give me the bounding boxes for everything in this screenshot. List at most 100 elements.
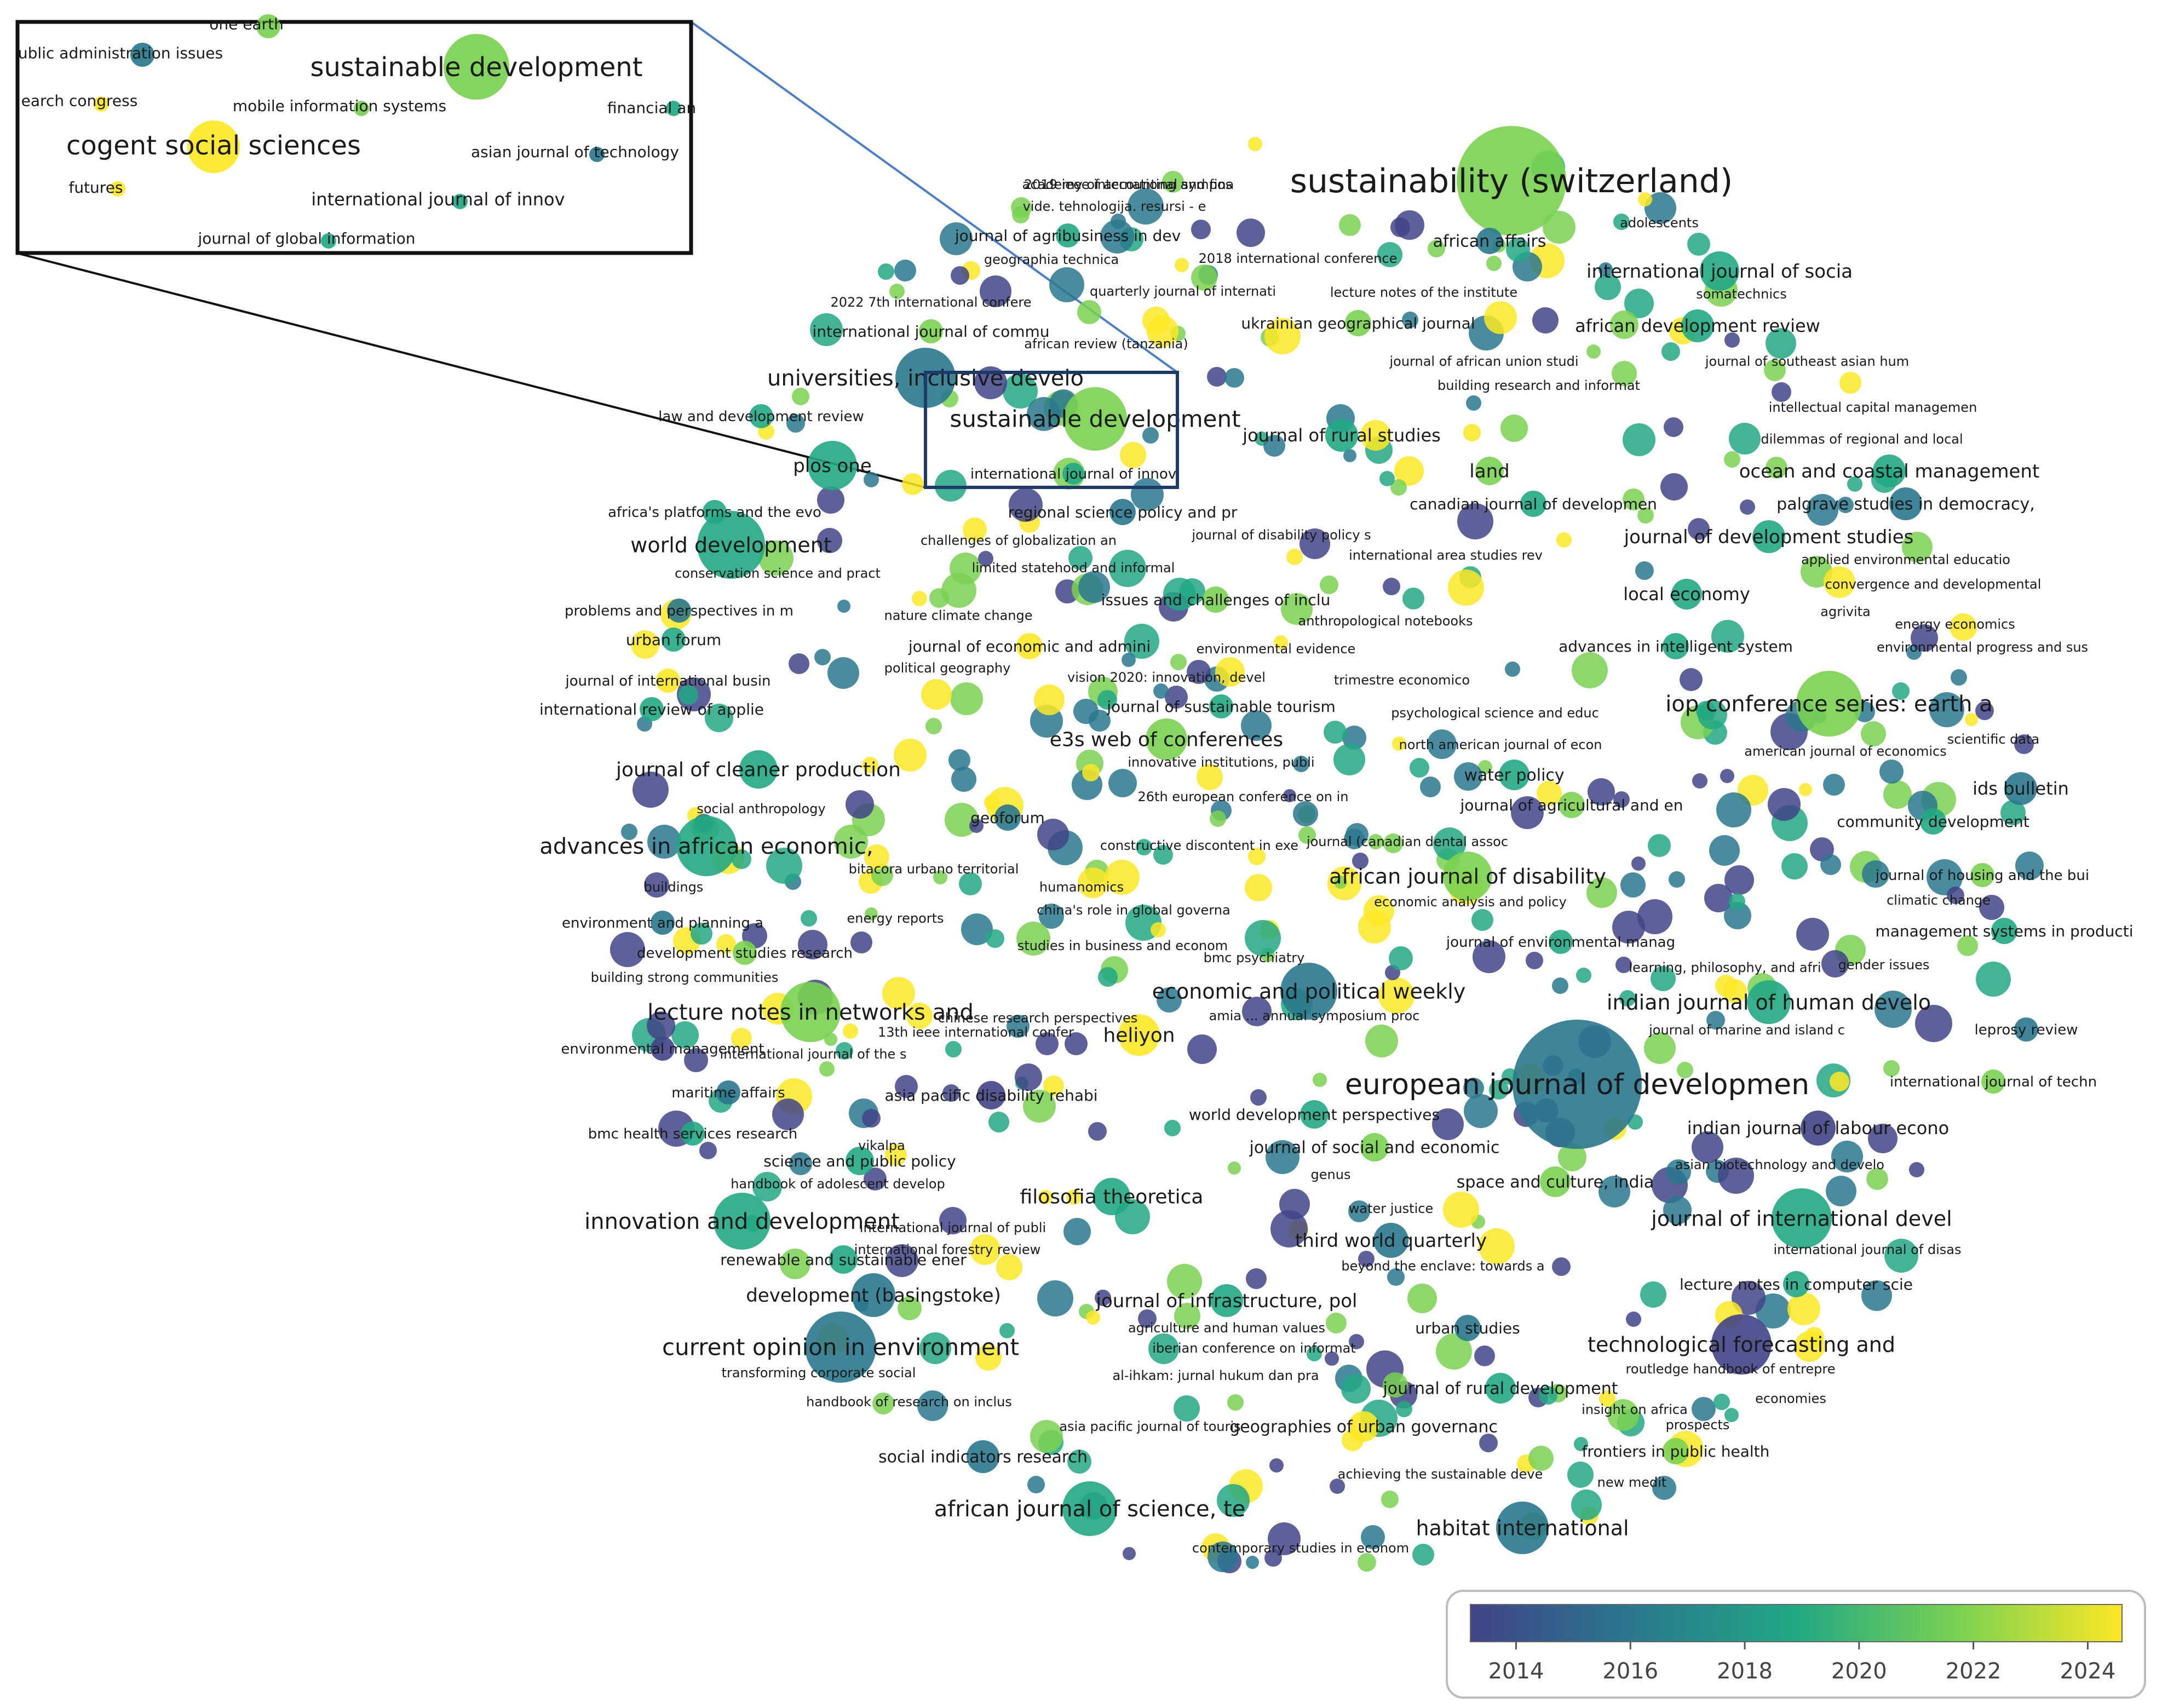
minor-node (691, 923, 712, 945)
minor-node (1615, 957, 1632, 973)
journal-node (1325, 419, 1358, 452)
minor-node (945, 1041, 962, 1057)
inset-node (187, 120, 240, 173)
minor-journal-label: 2019 ieee international sympos (1024, 177, 1232, 192)
minor-node (1644, 1032, 1676, 1064)
inset-frame (15, 20, 693, 255)
minor-node (1620, 872, 1646, 898)
minor-node (906, 1003, 933, 1029)
minor-node (1711, 620, 1744, 653)
minor-journal-label: agrivita (1820, 604, 1870, 619)
journal-label: journal of rural development (1382, 1379, 1618, 1399)
minor-node (1716, 792, 1751, 827)
journal-node (1671, 579, 1702, 609)
minor-node (1558, 1143, 1586, 1171)
journal-node (1476, 228, 1503, 254)
minor-node (1883, 1060, 1900, 1077)
minor-journal-label: al-ihkam: jurnal hukum dan pra (1112, 1368, 1319, 1383)
minor-node (974, 366, 1007, 399)
minor-node (827, 657, 859, 689)
journal-node (1475, 457, 1504, 485)
minor-node (1847, 476, 1862, 492)
minor-node (1298, 826, 1316, 844)
journal-node (640, 697, 664, 721)
minor-node (1326, 1313, 1347, 1333)
minor-node (878, 263, 894, 280)
journal-label: heliyon (1103, 1025, 1175, 1047)
minor-node (940, 222, 973, 255)
legend-tick-label: 2018 (1717, 1659, 1773, 1684)
minor-node (886, 1244, 918, 1277)
minor-node (1341, 1374, 1371, 1404)
minor-node (1098, 967, 1118, 987)
journal-node (977, 1081, 1005, 1109)
minor-node (961, 913, 993, 945)
minor-journal-label: asian biotechnology and develo (1675, 1157, 1884, 1172)
minor-node (1648, 834, 1671, 857)
minor-node (941, 573, 976, 608)
minor-node (1324, 721, 1347, 744)
minor-node (1390, 217, 1410, 237)
minor-node (1224, 368, 1244, 388)
minor-journal-label: amia ... annual symposium proc (1209, 1008, 1420, 1023)
minor-node (1909, 1162, 1924, 1177)
minor-node (1692, 773, 1707, 789)
journal-node (681, 1122, 705, 1146)
journal-node (1300, 1100, 1329, 1129)
minor-node (1191, 264, 1217, 291)
minor-node (705, 704, 733, 732)
minor-journal-label: building research and informat (1438, 378, 1640, 393)
journal-label: ukrainian geographical journal (1241, 314, 1475, 332)
minor-journal-label: dilemmas of regional and local (1761, 432, 1963, 447)
minor-node (1781, 853, 1808, 879)
journal-label: renewable and sustainable ener (720, 1251, 967, 1269)
minor-node (963, 517, 987, 542)
minor-node (1448, 570, 1484, 606)
minor-node (1666, 1159, 1691, 1184)
minor-node (1361, 1525, 1385, 1549)
journal-node (651, 1037, 675, 1061)
minor-node (921, 679, 952, 710)
minor-node (633, 772, 669, 808)
minor-journal-label: vision 2020: innovation, devel (1067, 670, 1266, 685)
minor-node (699, 1142, 717, 1159)
minor-node (1511, 796, 1544, 829)
minor-node (1463, 424, 1481, 441)
minor-node (1709, 835, 1740, 866)
journal-node (714, 1193, 771, 1250)
minor-node (1077, 300, 1101, 324)
minor-node (1197, 764, 1223, 790)
inset-node (666, 101, 681, 116)
minor-node (1637, 507, 1654, 524)
minor-journal-label: climatic change (1887, 893, 1991, 908)
minor-node (1433, 827, 1466, 860)
inset-label: mobile information systems (233, 97, 446, 115)
minor-node (1612, 361, 1637, 386)
minor-node (2015, 852, 2044, 880)
minor-node (1473, 940, 1505, 973)
minor-node (1095, 1290, 1111, 1306)
minor-node (996, 1254, 1022, 1280)
journal-label: current opinion in environment (662, 1334, 1019, 1361)
minor-node (975, 1344, 1002, 1371)
minor-node (1387, 1268, 1405, 1286)
minor-journal-label: iberian conference on informat (1152, 1341, 1355, 1356)
minor-journal-label: challenges of globalization an (921, 533, 1117, 548)
journal-node (1540, 1166, 1571, 1197)
journal-node (1663, 633, 1689, 659)
minor-node (1586, 877, 1617, 908)
journal-node (1920, 808, 1946, 835)
minor-journal-label: routledge handbook of entrepre (1625, 1361, 1835, 1377)
minor-node (1383, 578, 1400, 595)
minor-node (1293, 801, 1318, 826)
minor-node (1479, 1434, 1498, 1452)
minor-node (1334, 876, 1347, 889)
minor-node (1078, 571, 1110, 603)
minor-node (864, 1168, 887, 1191)
minor-node (1174, 1303, 1200, 1329)
minor-node (862, 1109, 881, 1128)
minor-node (1270, 1210, 1308, 1247)
journal-node (919, 319, 943, 343)
minor-node (1505, 662, 1520, 677)
